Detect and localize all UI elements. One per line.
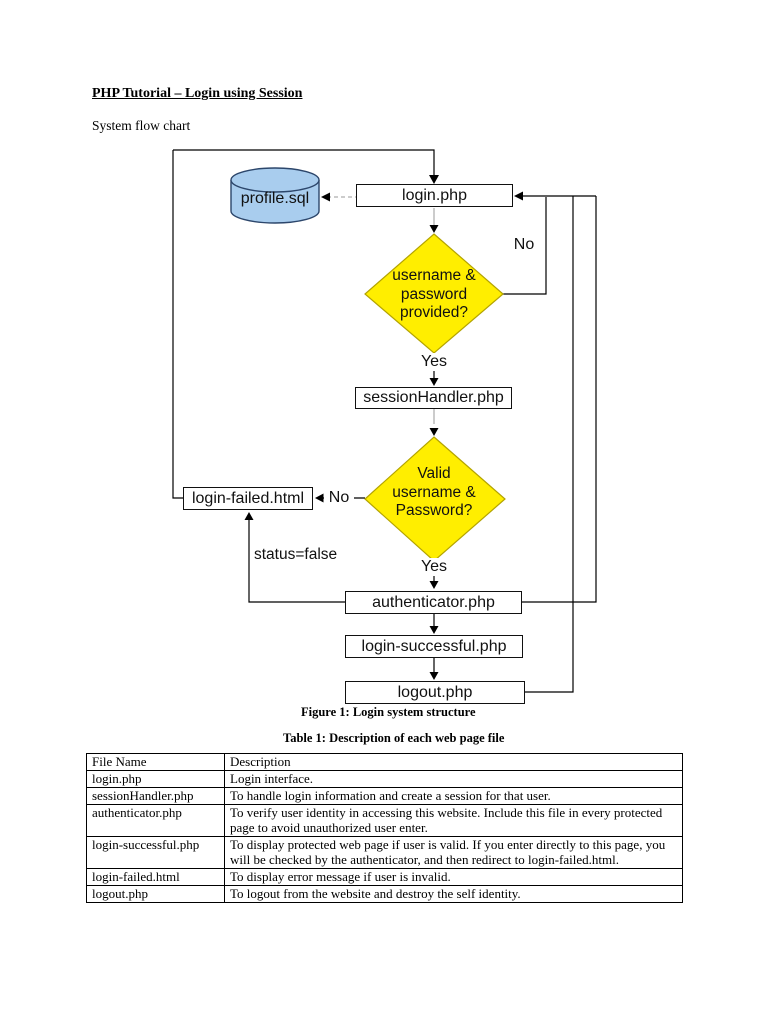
edge-failed-to-login-loop (172, 150, 183, 499)
node-profile-sql-label: profile.sql (240, 190, 310, 207)
arrow-into-sessionhandler (429, 378, 439, 386)
cell-description: To display protected web page if user is… (224, 836, 683, 869)
cell-description: To logout from the website and destroy t… (224, 885, 683, 903)
arrow-into-database (321, 192, 330, 202)
table-row: login.php Login interface. (86, 770, 683, 788)
decision2-line1: Valid (417, 465, 451, 482)
decision2-line3: Password? (395, 502, 473, 519)
cell-description: Login interface. (224, 770, 683, 788)
arrowheads (244, 175, 523, 680)
soft-connectors (327, 196, 435, 424)
arrow-into-loginfailed-right (315, 493, 324, 503)
node-logout-php: logout.php (345, 681, 525, 704)
table-header-row: File Name Description (86, 753, 683, 771)
database-cylinder (230, 167, 320, 224)
section-label: System flow chart (92, 118, 191, 133)
file-description-table: File Name Description login.php Login in… (86, 753, 683, 903)
arrow-into-login-right (514, 191, 523, 201)
arrow-into-decision1 (429, 225, 439, 233)
cell-description: To verify user identity in accessing thi… (224, 804, 683, 837)
arrow-into-decision2 (429, 428, 439, 436)
edge-no-branch (503, 197, 547, 295)
cell-description: To display error message if user is inva… (224, 868, 683, 886)
table-row: login-successful.php To display protecte… (86, 836, 683, 869)
decision2-text: Valid username & Password? (364, 465, 504, 521)
cell-description: To handle login information and create a… (224, 787, 683, 805)
table-row: authenticator.php To verify user identit… (86, 804, 683, 837)
table-caption: Table 1: Description of each web page fi… (283, 731, 505, 745)
cell-file-name: login-failed.html (86, 868, 225, 886)
node-login-failed-html: login-failed.html (183, 487, 313, 510)
arrow-into-loginfailed-bottom (244, 512, 254, 520)
cell-file-name: logout.php (86, 885, 225, 903)
node-login-successful-php: login-successful.php (345, 635, 523, 658)
arrow-into-login-top (429, 175, 439, 184)
arrow-into-logout (429, 672, 439, 680)
table-row: login-failed.html To display error messa… (86, 868, 683, 886)
edge-authenticator-loop (522, 196, 597, 603)
edge-label-yes-top: Yes (412, 353, 456, 371)
node-login-php: login.php (356, 184, 513, 207)
header-description: Description (224, 753, 683, 771)
cell-file-name: login-successful.php (86, 836, 225, 869)
decision1-text: username & password provided? (364, 267, 504, 323)
decision1-line3: provided? (399, 304, 469, 321)
database-cylinder-top (230, 167, 320, 193)
cell-file-name: login.php (86, 770, 225, 788)
decision1-line1: username & (392, 267, 476, 284)
decision1-line2: password (400, 285, 468, 303)
page-title: PHP Tutorial – Login using Session (92, 86, 303, 101)
table-row: logout.php To logout from the website an… (86, 885, 683, 903)
edge-status-false (248, 517, 345, 603)
header-file-name: File Name (86, 753, 225, 771)
node-logout-php-label: logout.php (397, 683, 473, 701)
edge-label-no-top: No (513, 236, 535, 253)
edge-logout-loop (525, 196, 574, 693)
edge-label-status-false: status=false (254, 546, 338, 563)
table-row: sessionHandler.php To handle login infor… (86, 787, 683, 805)
node-login-failed-html-label: login-failed.html (191, 489, 305, 507)
decision2-line2: username & (392, 483, 476, 501)
figure-caption: Figure 1: Login system structure (301, 705, 476, 719)
cell-file-name: sessionHandler.php (86, 787, 225, 805)
edge-top-feed (173, 149, 435, 180)
node-authenticator-php-label: authenticator.php (372, 593, 495, 611)
cell-file-name: authenticator.php (86, 804, 225, 837)
node-authenticator-php: authenticator.php (345, 591, 522, 614)
node-sessionhandler-php-label: sessionHandler.php (363, 389, 504, 406)
arrow-into-loginsuccessful (429, 626, 439, 634)
arrow-into-authenticator (429, 581, 439, 589)
edge-label-no-mid: No (324, 489, 354, 507)
node-sessionhandler-php: sessionHandler.php (355, 387, 512, 409)
node-login-successful-php-label: login-successful.php (361, 637, 507, 655)
edge-label-yes-mid: Yes (412, 558, 456, 576)
node-login-php-label: login.php (402, 186, 467, 204)
